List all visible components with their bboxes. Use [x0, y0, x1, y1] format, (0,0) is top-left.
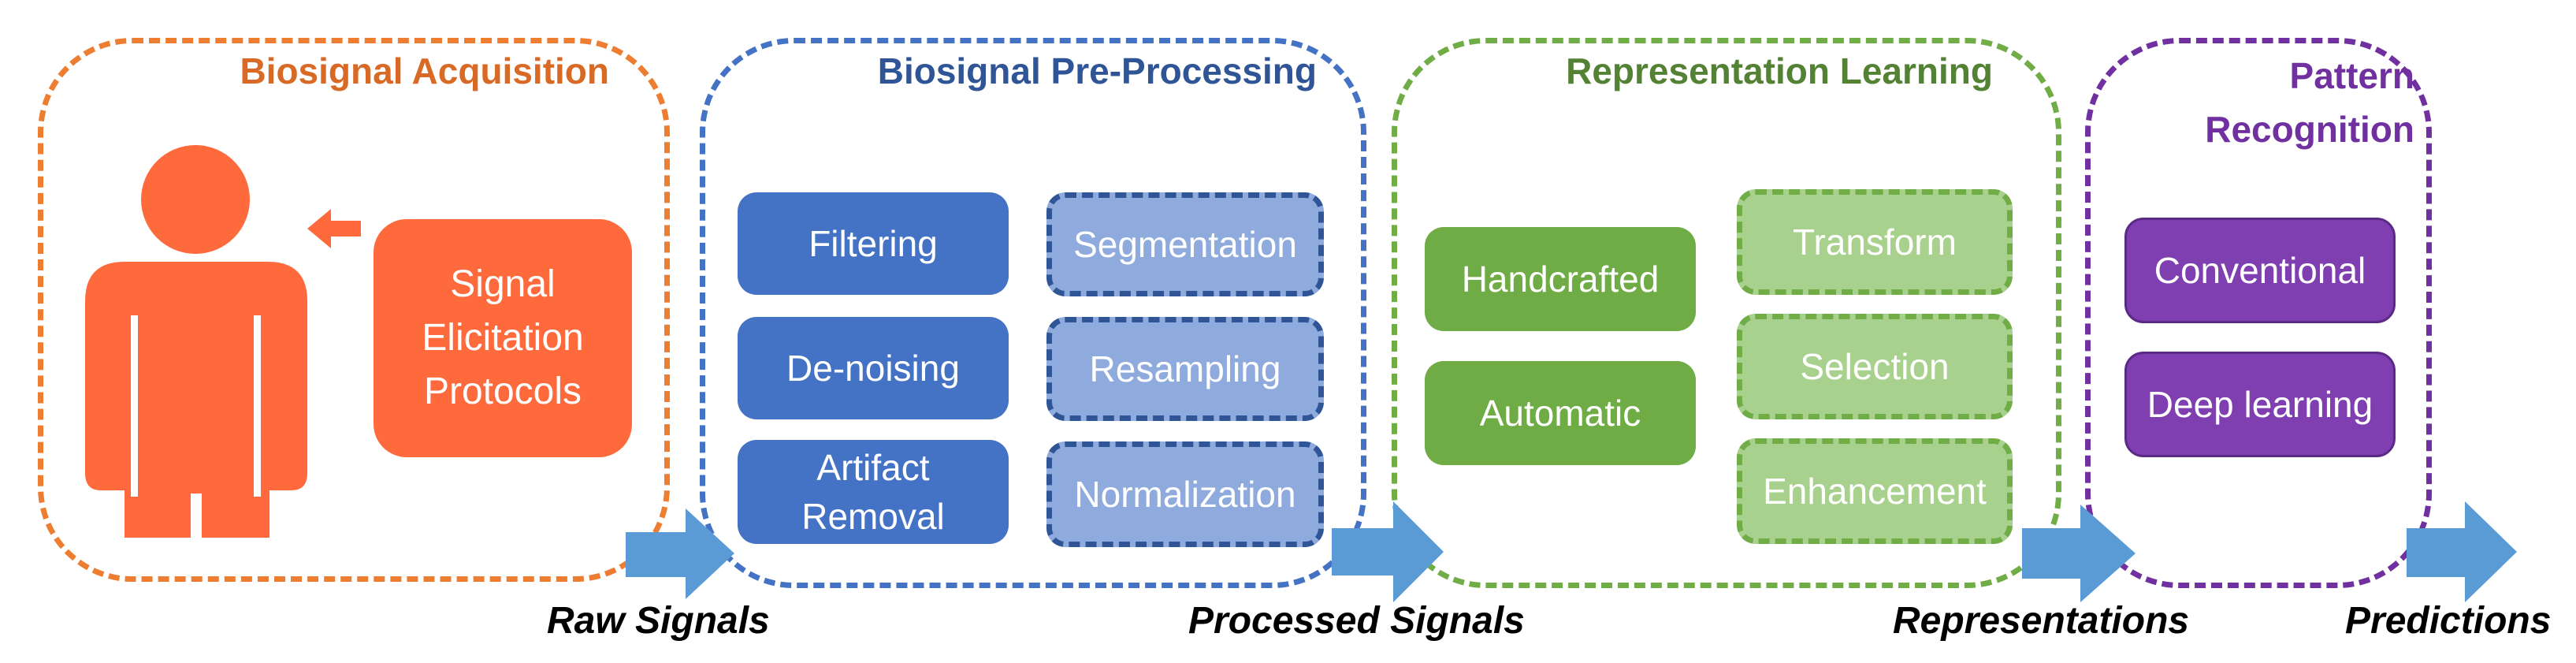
- denoising-box: De-noising: [738, 317, 1009, 419]
- raw-signals-label: Raw Signals: [547, 600, 770, 642]
- filtering-box: Filtering: [738, 192, 1009, 295]
- predictions-label: Predictions: [2345, 600, 2552, 642]
- flow-arrow-4: [2407, 501, 2517, 602]
- preprocessing-title: Biosignal Pre-Processing: [877, 50, 1317, 91]
- deep-learning-box: Deep learning: [2124, 352, 2396, 457]
- acquisition-panel: [38, 38, 670, 582]
- conventional-box: Conventional: [2124, 218, 2396, 323]
- person-icon: [85, 145, 307, 539]
- recognition-panel: [2085, 38, 2432, 588]
- flow-arrow-2: [1332, 501, 1444, 602]
- acquisition-title: Biosignal Acquisition: [240, 50, 609, 91]
- recognition-title: Pattern Recognition: [2205, 55, 2414, 150]
- resampling-box: Resampling: [1046, 317, 1324, 421]
- representation-panel: [1392, 38, 2061, 588]
- representation-title: Representation Learning: [1566, 50, 1993, 91]
- artifact-removal-box: Artifact Removal: [738, 440, 1009, 544]
- handcrafted-box: Handcrafted: [1425, 227, 1696, 331]
- flow-arrow-3: [2022, 505, 2136, 602]
- automatic-box: Automatic: [1425, 361, 1696, 465]
- normalization-box: Normalization: [1046, 441, 1324, 547]
- representations-label: Representations: [1893, 600, 2190, 642]
- enhancement-box: Enhancement: [1737, 438, 2013, 544]
- transform-box: Transform: [1737, 189, 2013, 295]
- segmentation-box: Segmentation: [1046, 192, 1324, 296]
- selection-box: Selection: [1737, 314, 2013, 419]
- processed-signals-label: Processed Signals: [1188, 600, 1525, 642]
- preprocessing-panel: [700, 38, 1366, 588]
- signal-elicitation-box: Signal Elicitation Protocols: [374, 219, 632, 457]
- left-arrow-icon: [307, 209, 361, 248]
- flow-arrow-1: [626, 508, 734, 599]
